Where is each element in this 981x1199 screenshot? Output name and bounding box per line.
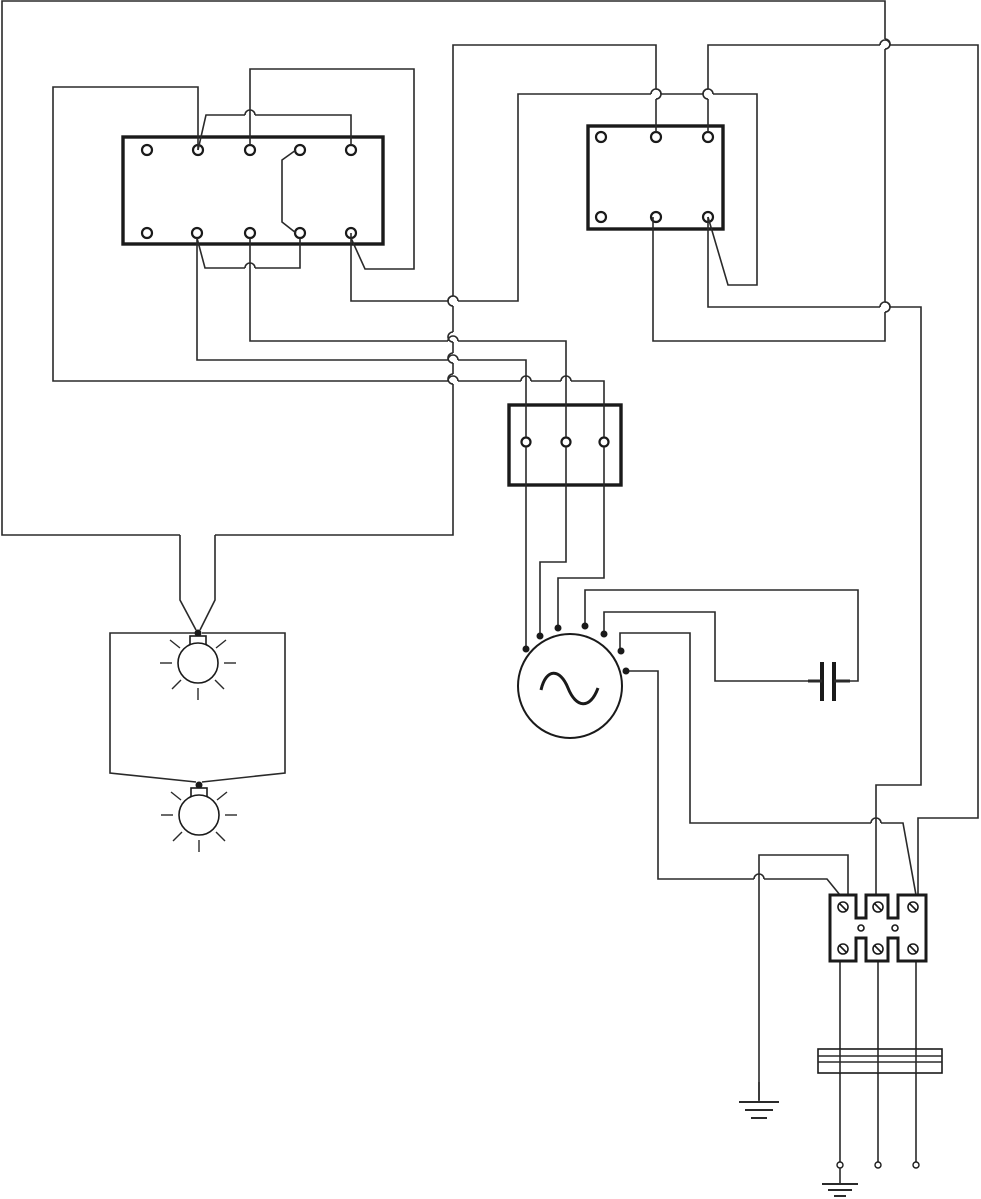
capacitor	[808, 662, 850, 701]
wires	[2, 1, 978, 1162]
supply-terminals	[837, 1162, 919, 1168]
ground-symbol-bottom	[822, 1168, 858, 1196]
switch-block-10-terminal	[123, 137, 383, 244]
ground-symbol-left	[739, 1082, 779, 1118]
fuse-terminal-block	[830, 895, 926, 961]
switch-block-6-terminal	[588, 126, 723, 229]
motor	[518, 623, 630, 739]
pilot-lamp-upper	[110, 535, 285, 782]
cable-clamp	[818, 1049, 942, 1073]
pilot-lamp-lower	[161, 782, 237, 853]
